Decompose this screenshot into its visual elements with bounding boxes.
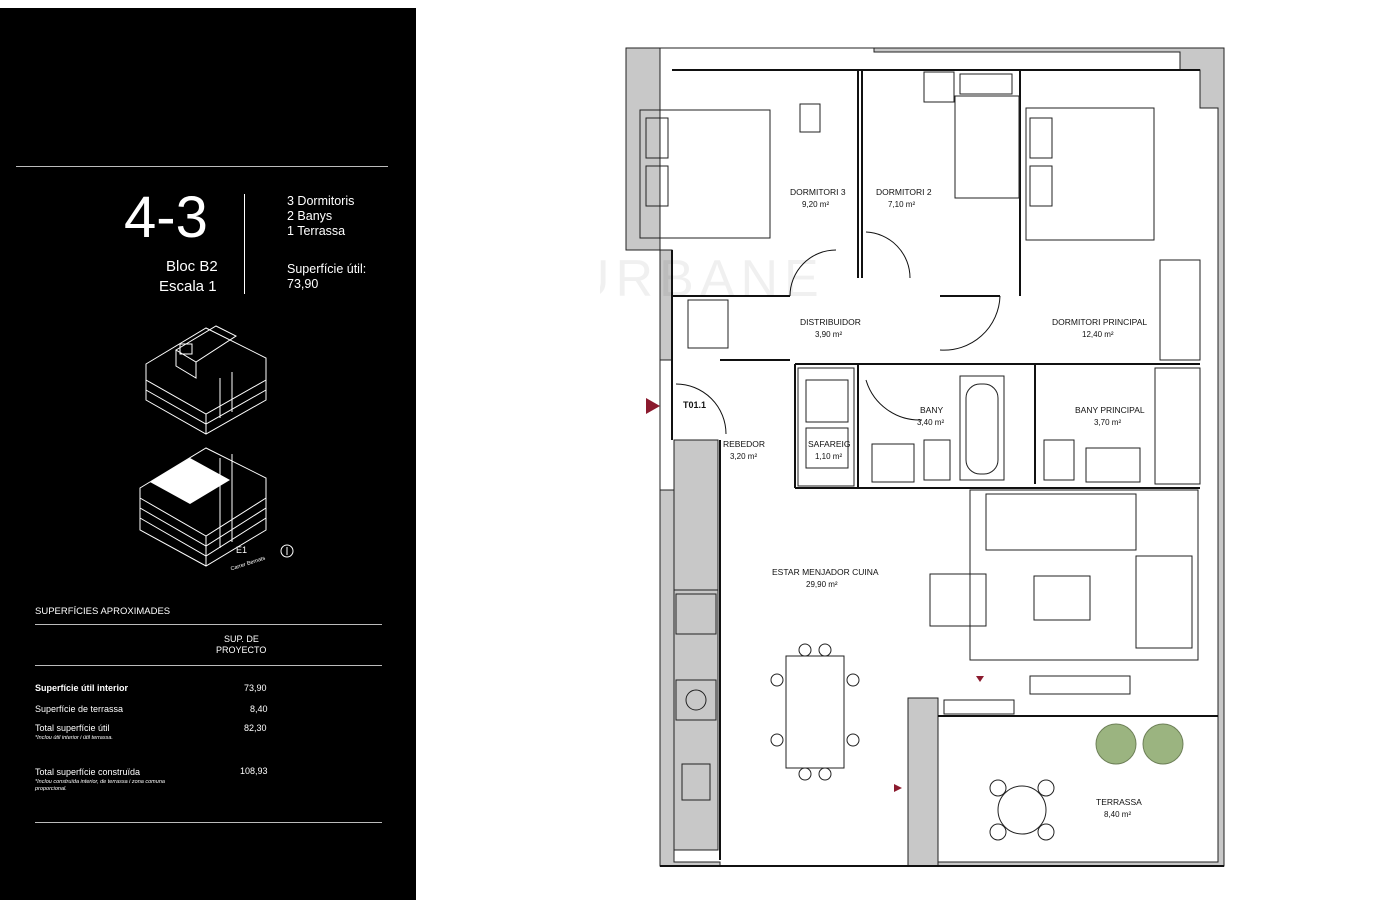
feature-terrace: 1 Terrassa — [287, 224, 346, 238]
room-banyp-area: 3,70 m² — [1094, 418, 1121, 427]
room-bany-name: BANY — [920, 405, 943, 415]
table-title: SUPERFÍCIES APROXIMADES — [35, 606, 171, 617]
table-row-label: Superfície útil interior — [35, 683, 129, 693]
top-divider — [16, 166, 388, 167]
table-divider-top — [35, 624, 382, 625]
room-rebedor-area: 3,20 m² — [730, 452, 757, 461]
table-row-label: Total superfície construïda — [35, 767, 141, 777]
useful-area-label: Superfície útil: — [287, 262, 367, 276]
room-dorm3-area: 9,20 m² — [802, 200, 829, 209]
table-divider-bottom — [35, 822, 382, 823]
table-row-label: Total superfície útil — [35, 723, 110, 733]
watermark: URBANE — [600, 250, 825, 308]
info-panel: 4-3 Bloc B2 Escala 1 3 Dormitoris 2 Bany… — [0, 8, 416, 900]
vertical-divider — [244, 194, 245, 294]
entry-tag: T01.1 — [683, 400, 706, 410]
room-terrassa-area: 8,40 m² — [1104, 810, 1131, 819]
room-safa-area: 1,10 m² — [815, 452, 842, 461]
table-divider-mid — [35, 665, 382, 666]
room-dorm3-name: DORMITORI 3 — [790, 187, 846, 197]
room-rebedor-name: REBEDOR — [723, 439, 765, 449]
table-row-note: *Inclou construïda interior, de terrassa… — [35, 779, 165, 792]
table-col-header-2: PROYECTO — [216, 645, 267, 655]
stair-label: Escala 1 — [159, 278, 217, 295]
room-dorm2-area: 7,10 m² — [888, 200, 915, 209]
room-terrassa-name: TERRASSA — [1096, 797, 1142, 807]
table-row-value: 8,40 — [250, 704, 268, 714]
table-row-note: *Inclou útil interior i útil terrassa. — [35, 735, 113, 741]
entrance-label: E1 — [236, 545, 248, 555]
room-estar-name: ESTAR MENJADOR CUINA — [772, 567, 879, 577]
useful-area-value: 73,90 — [287, 277, 319, 291]
room-bany-area: 3,40 m² — [917, 418, 944, 427]
room-banyp-name: BANY PRINCIPAL — [1075, 405, 1145, 415]
room-safa-name: SAFAREIG — [808, 439, 851, 449]
room-dormp-area: 12,40 m² — [1082, 330, 1114, 339]
table-row-value: 108,93 — [240, 766, 268, 776]
block-label: Bloc B2 — [166, 258, 218, 275]
feature-bedrooms: 3 Dormitoris — [287, 194, 355, 208]
floor-plan: URBANE DORMITORI 3 9,20 m² DORMITORI 2 7… — [600, 47, 1225, 867]
table-row-value: 82,30 — [244, 723, 267, 733]
room-dist-name: DISTRIBUIDOR — [800, 317, 861, 327]
feature-bathrooms: 2 Banys — [287, 209, 333, 223]
room-dorm2-name: DORMITORI 2 — [876, 187, 932, 197]
table-col-header-1: SUP. DE — [224, 634, 259, 644]
room-dist-area: 3,90 m² — [815, 330, 842, 339]
room-dormp-name: DORMITORI PRINCIPAL — [1052, 317, 1147, 327]
building-iso-diagram — [139, 325, 294, 567]
table-row-label: Superfície de terrassa — [35, 704, 124, 714]
unit-code: 4-3 — [124, 185, 208, 250]
room-estar-area: 29,90 m² — [806, 580, 838, 589]
table-row-value: 73,90 — [244, 683, 267, 693]
